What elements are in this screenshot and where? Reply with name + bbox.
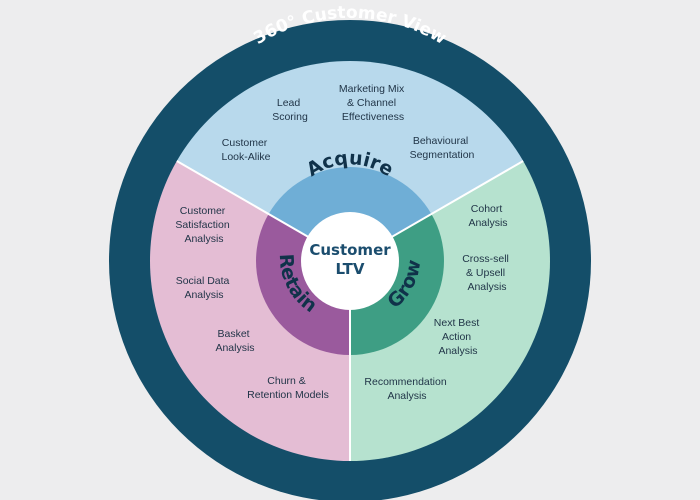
- retain-item-customer-satisfaction: Customer Satisfaction Analysis: [175, 205, 232, 245]
- item-line: Analysis: [467, 281, 506, 293]
- acquire-item-lead-scoring: Lead Scoring: [272, 97, 308, 123]
- item-line: Cohort: [471, 203, 503, 215]
- item-line: & Channel: [347, 97, 396, 109]
- grow-item-recommendation: Recommendation Analysis: [364, 376, 449, 402]
- item-line: & Upsell: [466, 267, 505, 279]
- acquire-item-behavioural-segmentation: Behavioural Segmentation: [410, 135, 475, 161]
- item-line: Look-Alike: [221, 151, 270, 163]
- grow-item-cross-sell-upsell: Cross-sell & Upsell Analysis: [462, 253, 512, 293]
- item-line: Analysis: [184, 233, 223, 245]
- item-line: Customer: [222, 137, 268, 149]
- item-line: Satisfaction: [175, 219, 229, 231]
- item-line: Churn &: [267, 375, 306, 387]
- item-line: Lead: [277, 97, 301, 109]
- center-circle: [301, 212, 399, 310]
- acquire-item-marketing-mix: Marketing Mix & Channel Effectiveness: [339, 83, 407, 123]
- item-line: Effectiveness: [342, 111, 404, 123]
- item-line: Behavioural: [413, 135, 468, 147]
- item-line: Action: [442, 331, 471, 343]
- item-line: Analysis: [184, 289, 223, 301]
- item-line: Scoring: [272, 111, 308, 123]
- retain-item-social-data: Social Data Analysis: [176, 275, 233, 301]
- item-line: Marketing Mix: [339, 83, 405, 95]
- grow-item-cohort-analysis: Cohort Analysis: [468, 203, 507, 229]
- retain-item-churn-retention: Churn & Retention Models: [247, 375, 329, 401]
- item-line: Recommendation: [364, 376, 446, 388]
- item-line: Analysis: [468, 217, 507, 229]
- retain-item-basket-analysis: Basket Analysis: [215, 328, 254, 354]
- center-line-2: LTV: [336, 260, 365, 278]
- center-line-1: Customer: [309, 241, 391, 259]
- item-line: Analysis: [387, 390, 426, 402]
- acquire-segment: [176, 61, 524, 262]
- item-line: Analysis: [215, 342, 254, 354]
- item-line: Social Data: [176, 275, 230, 287]
- acquire-item-look-alike: Customer Look-Alike: [221, 137, 270, 163]
- item-line: Segmentation: [410, 149, 475, 161]
- item-line: Customer: [180, 205, 226, 217]
- item-line: Cross-sell: [462, 253, 509, 265]
- grow-item-next-best-action: Next Best Action Analysis: [434, 317, 482, 357]
- item-line: Retention Models: [247, 389, 329, 401]
- item-line: Next Best: [434, 317, 480, 329]
- item-line: Basket: [217, 328, 249, 340]
- item-line: Analysis: [438, 345, 477, 357]
